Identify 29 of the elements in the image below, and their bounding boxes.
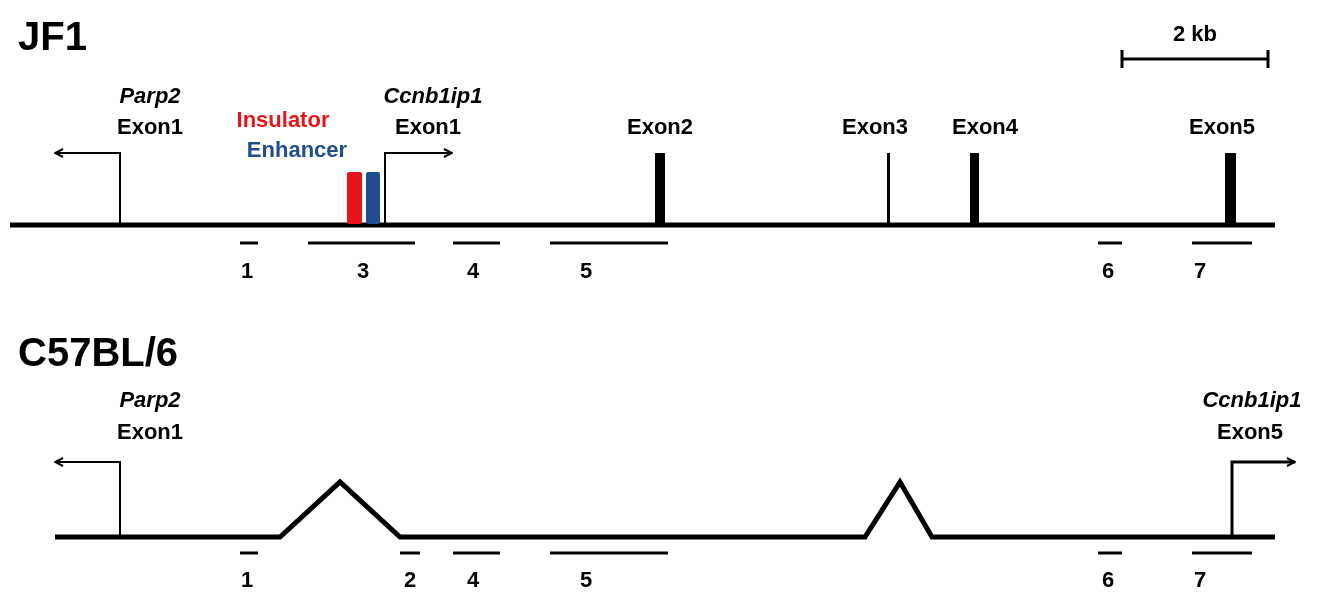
probe-number: 2: [403, 567, 417, 592]
exon-label: Exon1: [117, 419, 183, 445]
exon-label: Exon1: [117, 114, 183, 140]
exon-label: Exon1: [395, 114, 461, 140]
probe-number: 6: [1101, 567, 1115, 592]
exon-label: Exon3: [842, 114, 908, 140]
gene-name: Ccnb1ip1: [383, 83, 483, 109]
scale-label: 2 kb: [1173, 21, 1217, 47]
enhancer-label: Enhancer: [246, 137, 348, 163]
probe-number: 7: [1193, 258, 1207, 284]
exon-label: Exon4: [952, 114, 1018, 140]
section-title: JF1: [18, 14, 87, 58]
exon-label: Exon5: [1189, 114, 1255, 140]
section-title: C57BL/6: [18, 330, 179, 374]
gene-name: Ccnb1ip1: [1202, 387, 1302, 413]
gene-name: Parp2: [119, 83, 181, 109]
exon-label: Exon2: [627, 114, 693, 140]
probe-number: 3: [356, 258, 370, 284]
probe-number: 5: [579, 567, 593, 592]
gene-name: Parp2: [119, 387, 181, 413]
probe-number: 4: [466, 258, 480, 284]
probe-number: 5: [579, 258, 593, 284]
probe-number: 7: [1193, 567, 1207, 592]
probe-number: 1: [240, 567, 254, 592]
probe-number: 4: [466, 567, 480, 592]
insulator-label: Insulator: [236, 107, 330, 133]
probe-number: 1: [240, 258, 254, 284]
exon-label: Exon5: [1217, 419, 1283, 445]
probe-number: 6: [1101, 258, 1115, 284]
